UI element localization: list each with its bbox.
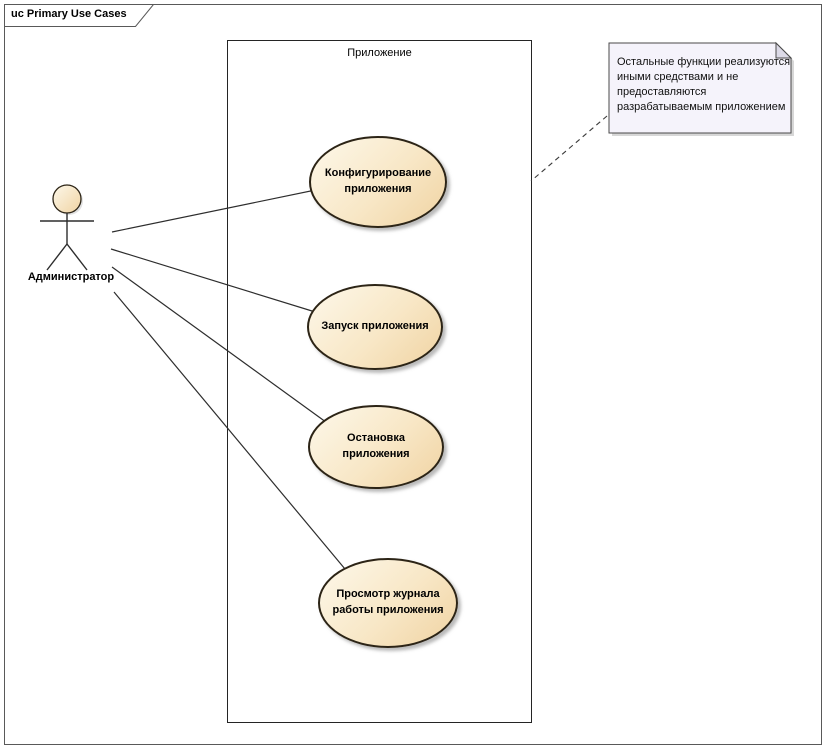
usecase-label: Остановка приложения [342, 432, 410, 460]
actor-right-leg-line [66, 243, 88, 271]
association-line-configure [111, 186, 331, 233]
usecase-stop-application[interactable]: Остановка приложения [308, 405, 444, 489]
usecase-label: Конфигурирование приложения [324, 167, 432, 195]
actor-left-leg-line [46, 243, 68, 271]
system-boundary-label: Приложение [347, 47, 412, 59]
association-line-stop [111, 266, 331, 426]
actor-label: Администратор [27, 271, 115, 283]
usecase-start-application[interactable]: Запуск приложения [307, 284, 443, 370]
diagram-frame [4, 4, 822, 745]
association-line-start [110, 248, 326, 316]
usecase-label: Просмотр журнала работы приложения [332, 588, 444, 616]
frame-name-tab [4, 4, 155, 27]
note-shape[interactable] [608, 41, 794, 136]
note-text: Остальные функции реализуются иными сред… [617, 56, 791, 113]
note-fold-icon [775, 41, 793, 59]
usecase-view-log[interactable]: Просмотр журнала работы приложения [318, 558, 458, 648]
usecase-label: Запуск приложения [321, 320, 429, 333]
note-body [608, 42, 792, 134]
association-line-viewlog [113, 291, 351, 576]
actor-figure[interactable] [40, 184, 94, 271]
frame-title: uc Primary Use Cases [11, 8, 127, 20]
note-link-dashed-line [530, 115, 608, 182]
actor-head-icon [52, 184, 82, 214]
usecase-configure-application[interactable]: Конфигурирование приложения [309, 136, 447, 228]
